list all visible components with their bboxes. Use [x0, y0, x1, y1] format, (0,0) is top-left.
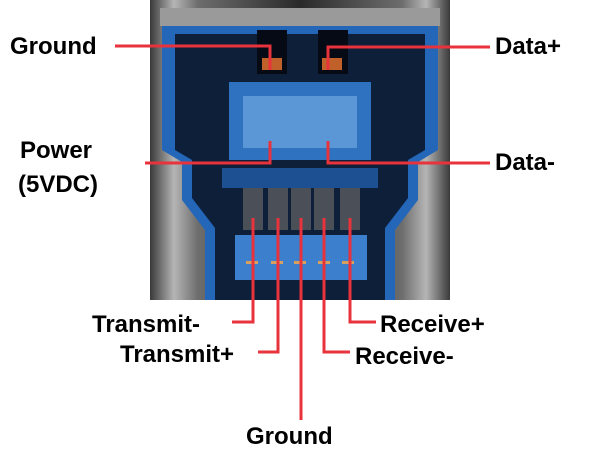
leader-receive-minus: [322, 218, 350, 354]
leader-data-minus: [326, 141, 490, 165]
leader-ground-top: [115, 44, 272, 70]
label-ground-bottom: Ground: [246, 423, 333, 450]
leader-lines: [115, 44, 490, 420]
leader-receive-plus: [348, 218, 376, 324]
label-data-plus: Data+: [495, 33, 562, 60]
label-receive-plus: Receive+: [380, 311, 485, 338]
label-ground-top: Ground: [10, 33, 97, 60]
label-data-minus: Data-: [495, 149, 556, 176]
leader-transmit-plus: [258, 218, 280, 354]
leader-power: [145, 141, 272, 165]
label-transmit-minus: Transmit-: [92, 311, 201, 338]
leader-transmit-minus: [232, 218, 255, 324]
leader-data-plus: [326, 45, 490, 70]
label-receive-minus: Receive-: [355, 343, 454, 370]
label-power-voltage: (5VDC): [18, 171, 99, 198]
label-power: Power: [20, 137, 93, 164]
label-transmit-plus: Transmit+: [120, 341, 235, 368]
